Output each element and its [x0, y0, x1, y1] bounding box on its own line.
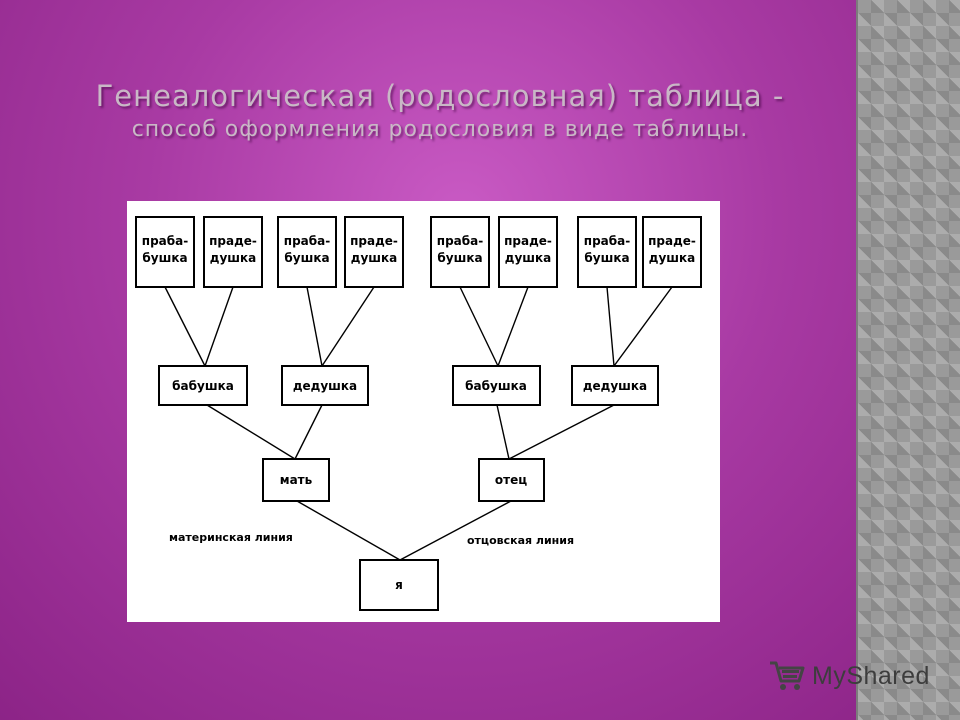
title-line-2: способ оформления родословия в виде табл…	[131, 117, 749, 142]
box-great-grandfather-4: праде- душка	[642, 216, 702, 288]
box-label: мать	[280, 473, 313, 487]
box-label-line1: праде-	[648, 234, 696, 248]
box-grandfather-paternal: дедушка	[571, 365, 659, 406]
box-label-line1: праде-	[350, 234, 398, 248]
watermark: MyShared	[768, 656, 930, 696]
edge-ggp8-gp4	[613, 286, 673, 367]
box-label: я	[395, 578, 403, 592]
watermark-text: MyShared	[812, 661, 930, 690]
edge-mother-self	[296, 500, 401, 561]
box-great-grandmother-2: праба- бушка	[277, 216, 337, 288]
edge-ggp7-gp4	[606, 286, 615, 367]
box-label-line2: бушка	[284, 251, 329, 265]
box-label: дедушка	[583, 379, 647, 393]
box-great-grandfather-1: праде- душка	[203, 216, 263, 288]
slide-title: Генеалогическая (родословная) таблица - …	[40, 78, 840, 146]
box-label-line1: праба-	[584, 234, 630, 248]
box-label-line1: праба-	[142, 234, 188, 248]
box-label: бабушка	[172, 379, 234, 393]
box-label-line2: бушка	[584, 251, 629, 265]
genealogy-diagram: праба- бушка праде- душка праба- бушка п…	[127, 201, 720, 622]
box-label-line1: праба-	[437, 234, 483, 248]
box-self: я	[359, 559, 439, 611]
box-label: отец	[495, 473, 527, 487]
box-great-grandmother-4: праба- бушка	[577, 216, 637, 288]
edge-gp4-father	[508, 404, 615, 460]
box-label-line2: бушка	[437, 251, 482, 265]
box-label-line2: душка	[505, 251, 552, 265]
paternal-line-label: отцовская линия	[467, 534, 574, 547]
box-great-grandmother-3: праба- бушка	[430, 216, 490, 288]
box-label-line2: душка	[351, 251, 398, 265]
box-label: дедушка	[293, 379, 357, 393]
maternal-line-label: материнская линия	[169, 531, 293, 544]
box-grandmother-paternal: бабушка	[452, 365, 541, 406]
box-father: отец	[478, 458, 545, 502]
box-grandmother-maternal: бабушка	[158, 365, 248, 406]
box-label-line2: душка	[210, 251, 257, 265]
cart-icon	[770, 661, 805, 690]
box-label-line1: праде-	[209, 234, 257, 248]
box-label-line2: бушка	[142, 251, 187, 265]
edge-gp3-father	[496, 404, 510, 460]
edge-ggp4-gp2	[321, 286, 375, 367]
box-label-line1: праба-	[284, 234, 330, 248]
title-line-1: Генеалогическая (родословная) таблица -	[95, 79, 785, 113]
box-label-line2: душка	[649, 251, 696, 265]
box-great-grandfather-3: праде- душка	[498, 216, 558, 288]
box-grandfather-maternal: дедушка	[281, 365, 369, 406]
edge-gp2-mother	[294, 404, 323, 460]
edge-ggp5-gp3	[459, 286, 499, 367]
box-great-grandfather-2: праде- душка	[344, 216, 404, 288]
edge-gp1-mother	[206, 404, 296, 460]
box-label-line1: праде-	[504, 234, 552, 248]
box-mother: мать	[262, 458, 330, 502]
box-label: бабушка	[465, 379, 527, 393]
genealogy-tree-svg: праба- бушка праде- душка праба- бушка п…	[135, 216, 702, 611]
edge-ggp6-gp3	[497, 286, 529, 367]
box-great-grandmother-1: праба- бушка	[135, 216, 195, 288]
edge-ggp2-gp1	[204, 286, 234, 367]
edge-ggp3-gp2	[306, 286, 323, 367]
edge-ggp1-gp1	[164, 286, 206, 367]
edge-father-self	[399, 500, 512, 561]
side-decorative-strip	[856, 0, 960, 720]
